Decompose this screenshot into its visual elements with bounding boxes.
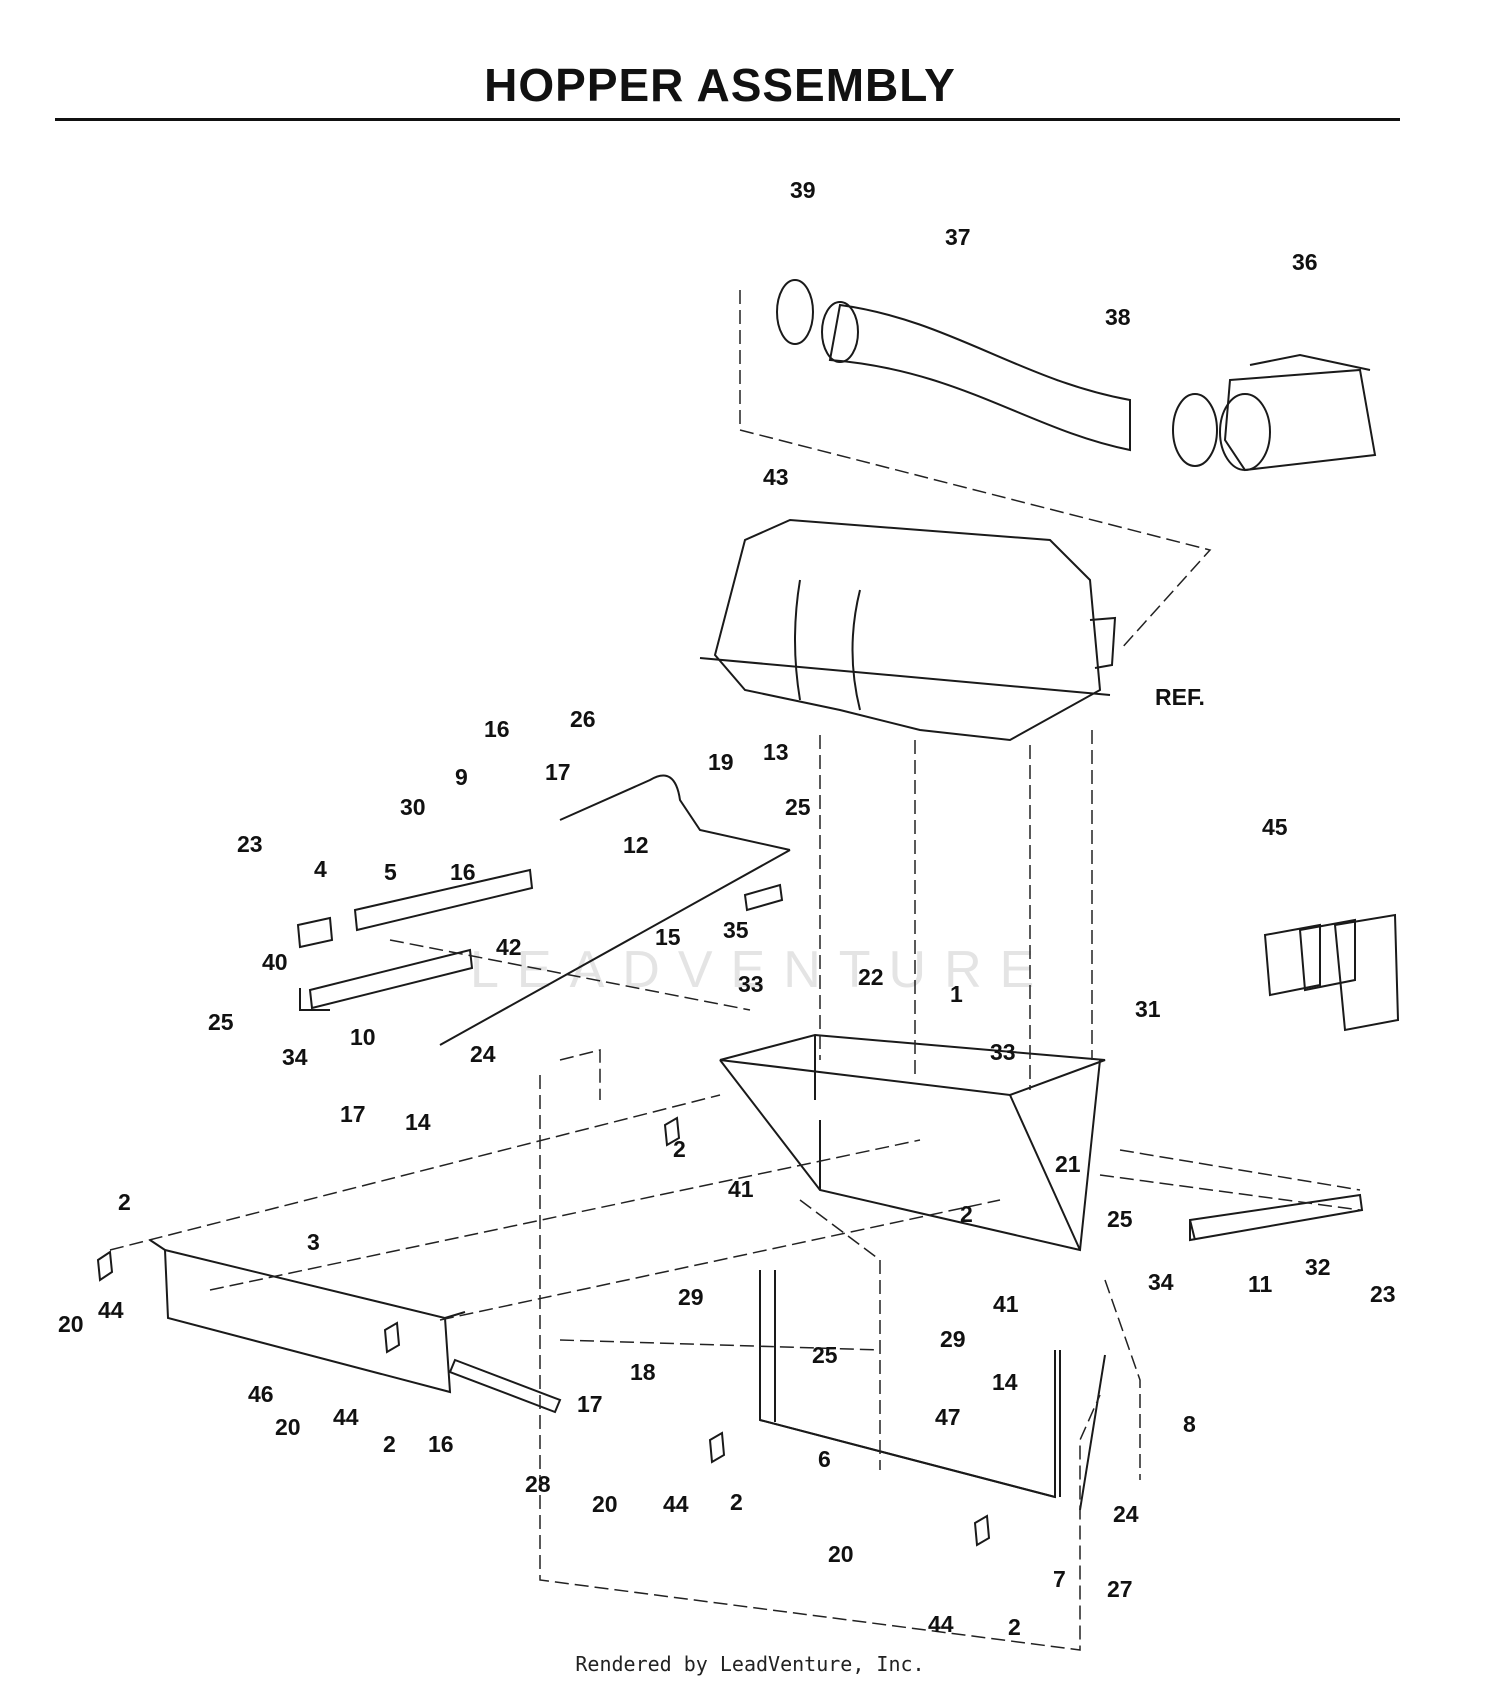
part-label-40: 40	[262, 949, 288, 975]
part-label-44: 44	[928, 1611, 954, 1637]
part-label-46: 46	[248, 1381, 274, 1407]
part-label-25: 25	[208, 1009, 234, 1035]
part-label-20: 20	[275, 1414, 301, 1440]
part-label-14: 14	[405, 1109, 431, 1135]
part-label-ref: REF.	[1155, 684, 1205, 710]
front-panel-part	[149, 1239, 466, 1394]
blower-part	[1219, 353, 1377, 472]
part-label-6: 6	[818, 1446, 831, 1472]
part-label-2: 2	[730, 1489, 743, 1515]
part-label-22: 22	[858, 964, 884, 990]
part-label-24: 24	[470, 1041, 496, 1067]
part-label-43: 43	[763, 464, 789, 490]
watermark: LEADVENTURE	[470, 941, 1053, 999]
footer-credit: Rendered by LeadVenture, Inc.	[575, 1652, 925, 1676]
part-label-13: 13	[763, 739, 789, 765]
part-label-26: 26	[570, 706, 596, 732]
page-title: HOPPER ASSEMBLY	[484, 59, 956, 111]
frame-part	[759, 1270, 1061, 1499]
hopper-lid-part	[699, 518, 1117, 742]
part-label-28: 28	[525, 1471, 551, 1497]
part-label-2: 2	[1008, 1614, 1021, 1640]
part-label-3: 3	[307, 1229, 320, 1255]
part-label-37: 37	[945, 224, 971, 250]
part-label-31: 31	[1135, 996, 1161, 1022]
part-label-25: 25	[785, 794, 811, 820]
part-label-20: 20	[592, 1491, 618, 1517]
part-label-25: 25	[812, 1342, 838, 1368]
part-label-44: 44	[98, 1297, 124, 1323]
part-label-21: 21	[1055, 1151, 1081, 1177]
part-label-1: 1	[950, 981, 963, 1007]
title-divider	[55, 118, 1400, 121]
part-label-32: 32	[1305, 1254, 1331, 1280]
part-label-4: 4	[314, 856, 327, 882]
part-label-20: 20	[828, 1541, 854, 1567]
part-label-20: 20	[58, 1311, 84, 1337]
part-label-11: 11	[1248, 1271, 1273, 1297]
part-label-10: 10	[350, 1024, 376, 1050]
hose-part	[821, 301, 1131, 452]
part-label-2: 2	[673, 1136, 686, 1162]
part-label-9: 9	[455, 764, 468, 790]
part-label-23: 23	[237, 831, 263, 857]
part-label-29: 29	[940, 1326, 966, 1352]
part-label-5: 5	[384, 859, 397, 885]
part-label-16: 16	[428, 1431, 454, 1457]
part-label-2: 2	[118, 1189, 131, 1215]
part-label-18: 18	[630, 1359, 656, 1385]
part-label-30: 30	[400, 794, 426, 820]
part-label-14: 14	[992, 1369, 1018, 1395]
part-label-2: 2	[383, 1431, 396, 1457]
part-label-19: 19	[708, 749, 734, 775]
weights-part	[1263, 913, 1400, 1032]
part-label-7: 7	[1053, 1566, 1066, 1592]
part-label-36: 36	[1292, 249, 1318, 275]
part-label-17: 17	[577, 1391, 603, 1417]
part-label-44: 44	[663, 1491, 689, 1517]
part-label-15: 15	[655, 924, 681, 950]
clamp-part	[776, 279, 1218, 467]
part-label-42: 42	[496, 934, 522, 960]
part-label-33: 33	[990, 1039, 1016, 1065]
part-label-35: 35	[723, 917, 749, 943]
part-label-34: 34	[282, 1044, 308, 1070]
part-label-45: 45	[1262, 814, 1288, 840]
bracket-arm-part	[1189, 1193, 1364, 1242]
part-label-29: 29	[678, 1284, 704, 1310]
part-label-38: 38	[1105, 304, 1131, 330]
part-label-16: 16	[450, 859, 476, 885]
part-label-41: 41	[728, 1176, 754, 1202]
part-label-23: 23	[1370, 1281, 1396, 1307]
part-label-34: 34	[1148, 1269, 1174, 1295]
part-label-17: 17	[545, 759, 571, 785]
part-label-17: 17	[340, 1101, 366, 1127]
part-label-25: 25	[1107, 1206, 1133, 1232]
part-label-24: 24	[1113, 1501, 1139, 1527]
part-label-47: 47	[935, 1404, 961, 1430]
part-label-39: 39	[790, 177, 816, 203]
part-label-27: 27	[1107, 1576, 1133, 1602]
part-label-8: 8	[1183, 1411, 1196, 1437]
part-label-44: 44	[333, 1404, 359, 1430]
part-label-33: 33	[738, 971, 764, 997]
part-label-12: 12	[623, 832, 649, 858]
hopper-box-part	[719, 1033, 1106, 1252]
part-label-41: 41	[993, 1291, 1019, 1317]
part-label-2: 2	[960, 1201, 973, 1227]
part-label-16: 16	[484, 716, 510, 742]
